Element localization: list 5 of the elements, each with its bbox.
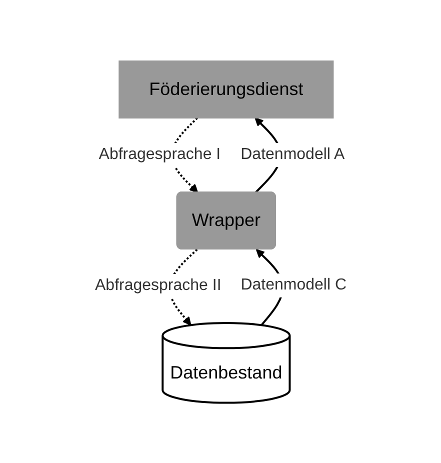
edge-label: Abfragesprache II: [94, 276, 222, 294]
edge-label: Abfragesprache I: [98, 146, 220, 163]
edge-label: Datenmodell C: [240, 276, 346, 294]
node-box: Föderierungsdienst: [118, 60, 334, 118]
edge-label: Datenmodell A: [240, 146, 344, 163]
